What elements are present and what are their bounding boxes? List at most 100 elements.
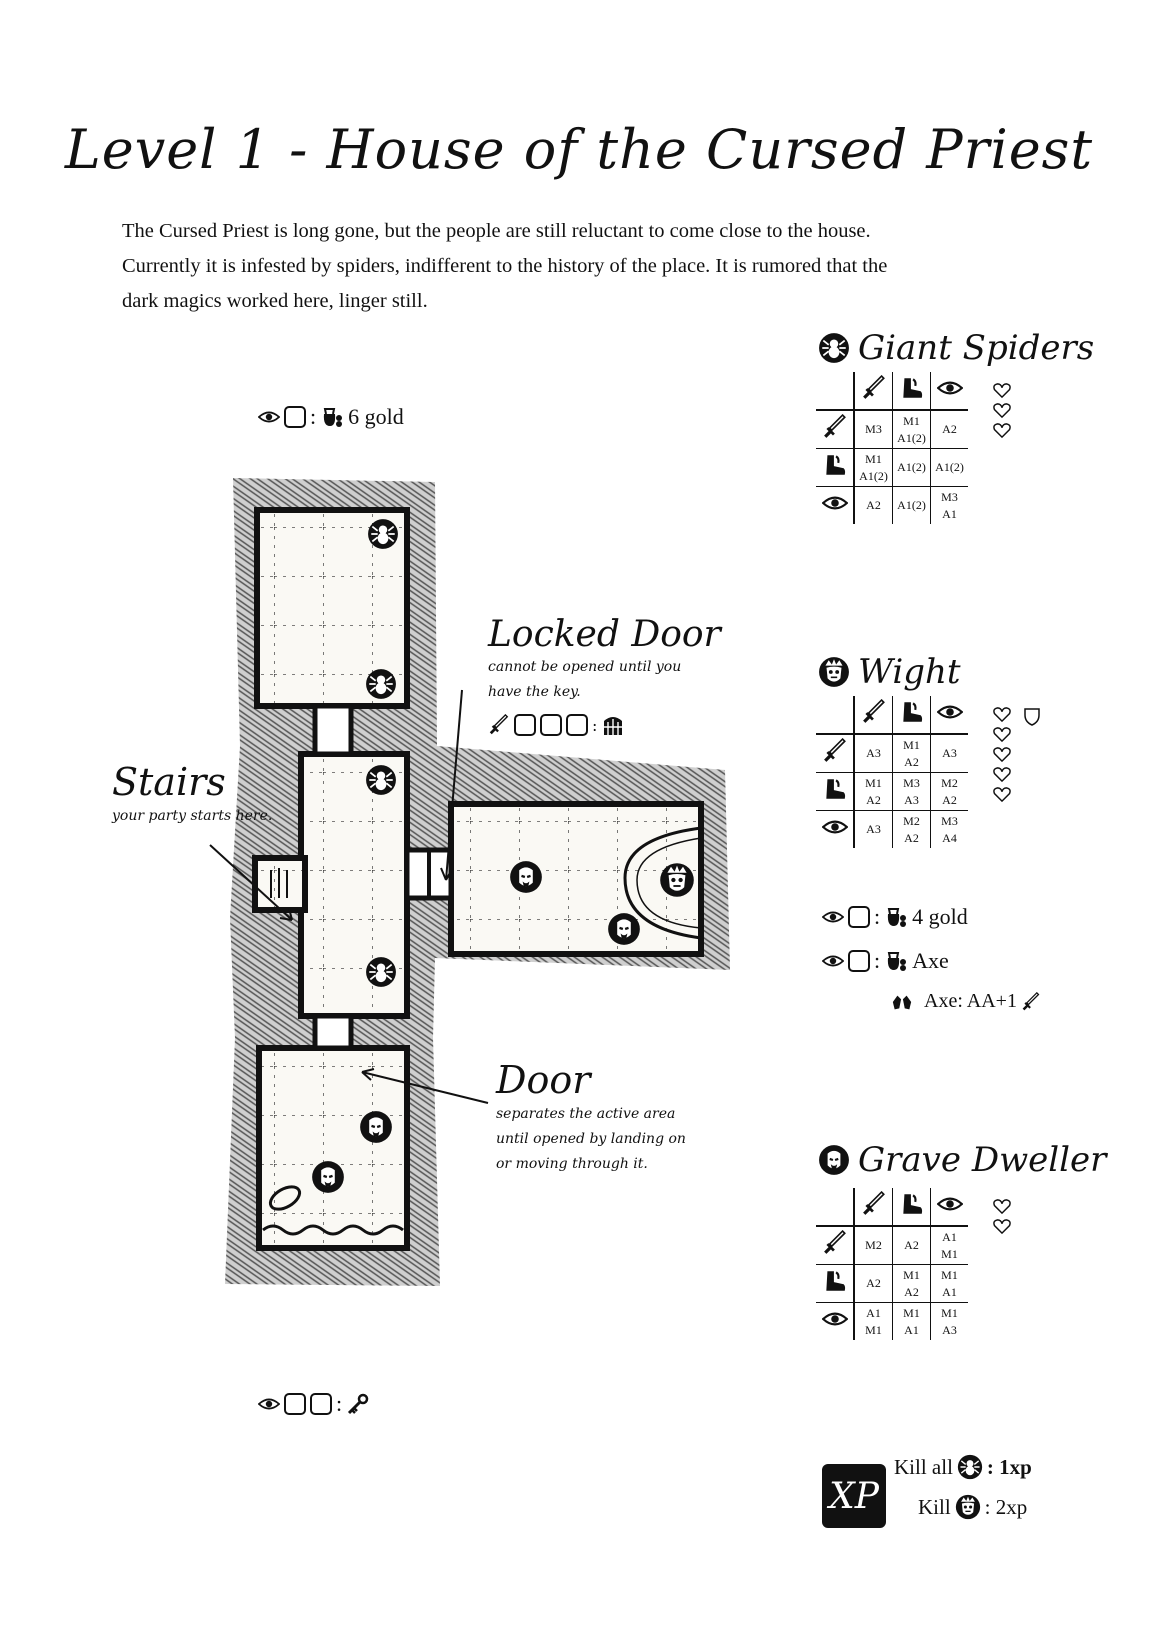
door-south xyxy=(312,1013,354,1051)
heart-icon[interactable] xyxy=(992,786,1012,803)
wight-icon xyxy=(818,656,850,688)
combat-cell: A3 xyxy=(866,746,881,760)
boot-icon xyxy=(822,1268,848,1294)
checkbox[interactable] xyxy=(540,714,562,736)
heart-icon[interactable] xyxy=(992,422,1012,439)
locked-door-cost: : xyxy=(488,713,721,737)
loot-gold: : 4 gold xyxy=(822,904,968,930)
combat-cell: A2 xyxy=(854,1264,893,1303)
eye-icon xyxy=(937,703,963,721)
combat-cell: A2 xyxy=(854,486,893,524)
sword-icon xyxy=(822,414,848,440)
monster-name: Wight xyxy=(858,652,961,692)
combat-cell: A1(2) xyxy=(892,486,931,524)
loot-text: Axe xyxy=(912,948,949,973)
checkbox[interactable] xyxy=(848,950,870,972)
intro-line: dark magics worked here, linger still. xyxy=(122,290,428,312)
boot-icon xyxy=(899,699,925,725)
spider-icon xyxy=(957,1454,983,1480)
xp-line: Kill : 2xp xyxy=(918,1494,1027,1520)
eye-icon xyxy=(937,379,963,397)
loot-bag-icon xyxy=(884,949,908,973)
checkbox[interactable] xyxy=(566,714,588,736)
health-hearts xyxy=(992,382,1012,442)
sword-icon xyxy=(1021,992,1041,1012)
combat-cell: A2 xyxy=(930,410,968,449)
monster-name: Giant Spiders xyxy=(858,328,1095,368)
checkbox[interactable] xyxy=(848,906,870,928)
heart-icon[interactable] xyxy=(992,1198,1012,1215)
eye-icon xyxy=(822,909,844,925)
key-icon xyxy=(346,1392,370,1416)
boot-icon xyxy=(822,776,848,802)
heart-icon[interactable] xyxy=(992,706,1012,723)
page-title: Level 1 - House of the Cursed Priest xyxy=(64,118,1094,181)
loot-top: : 6 gold xyxy=(258,404,404,430)
locked-door-line: cannot be opened until you xyxy=(488,659,682,675)
heart-icon[interactable] xyxy=(992,746,1012,763)
heart-icon[interactable] xyxy=(992,766,1012,783)
combat-cell: A2 xyxy=(892,1226,931,1265)
sword-icon xyxy=(861,1191,887,1217)
loot-text: 6 gold xyxy=(348,404,404,429)
locked-door-annotation: Locked Door cannot be opened until you h… xyxy=(488,614,721,737)
checkbox[interactable] xyxy=(310,1393,332,1415)
xp-post: : 2xp xyxy=(984,1494,1028,1519)
monster-name: Grave Dweller xyxy=(858,1140,1107,1180)
loot-axe: : Axe xyxy=(822,948,949,974)
boot-icon xyxy=(899,375,925,401)
axe-note: Axe: AA+1 xyxy=(890,990,1041,1013)
combat-cell: M3 xyxy=(865,422,882,436)
checkbox[interactable] xyxy=(284,1393,306,1415)
heart-icon[interactable] xyxy=(992,1218,1012,1235)
intro-text: The Cursed Priest is long gone, but the … xyxy=(122,214,1052,319)
room-east xyxy=(448,801,704,957)
loot-bag-icon xyxy=(884,905,908,929)
eye-icon xyxy=(258,1396,280,1412)
sword-icon xyxy=(822,738,848,764)
stairs-title: Stairs xyxy=(112,760,226,804)
shield-icon[interactable] xyxy=(1022,706,1042,726)
boot-icon xyxy=(899,1191,925,1217)
xp-pre: Kill xyxy=(918,1494,951,1519)
xp-badge: XP xyxy=(822,1464,886,1528)
xp-pre: Kill all xyxy=(894,1454,953,1479)
stairs-lines xyxy=(270,868,288,898)
heart-icon[interactable] xyxy=(992,382,1012,399)
checkbox[interactable] xyxy=(284,406,306,428)
sword-icon xyxy=(861,699,887,725)
eye-icon xyxy=(822,818,848,836)
eye-icon xyxy=(822,953,844,969)
combat-cell: A1(2) xyxy=(930,448,968,487)
door-line: separates the active area xyxy=(496,1106,676,1122)
door-line: until opened by landing on xyxy=(496,1131,686,1147)
door-title: Door xyxy=(496,1058,591,1102)
heart-icon[interactable] xyxy=(992,726,1012,743)
sword-icon xyxy=(861,375,887,401)
heart-icon[interactable] xyxy=(992,402,1012,419)
intro-line: The Cursed Priest is long gone, but the … xyxy=(122,220,871,242)
checkbox[interactable] xyxy=(514,714,536,736)
loot-text: 4 gold xyxy=(912,904,968,929)
intro-line: Currently it is infested by spiders, ind… xyxy=(122,255,888,277)
dungeon-map xyxy=(225,478,730,1286)
xp-post: : 1xp xyxy=(986,1454,1032,1479)
locked-door-line: have the key. xyxy=(488,684,581,700)
health-hearts xyxy=(992,706,1012,806)
